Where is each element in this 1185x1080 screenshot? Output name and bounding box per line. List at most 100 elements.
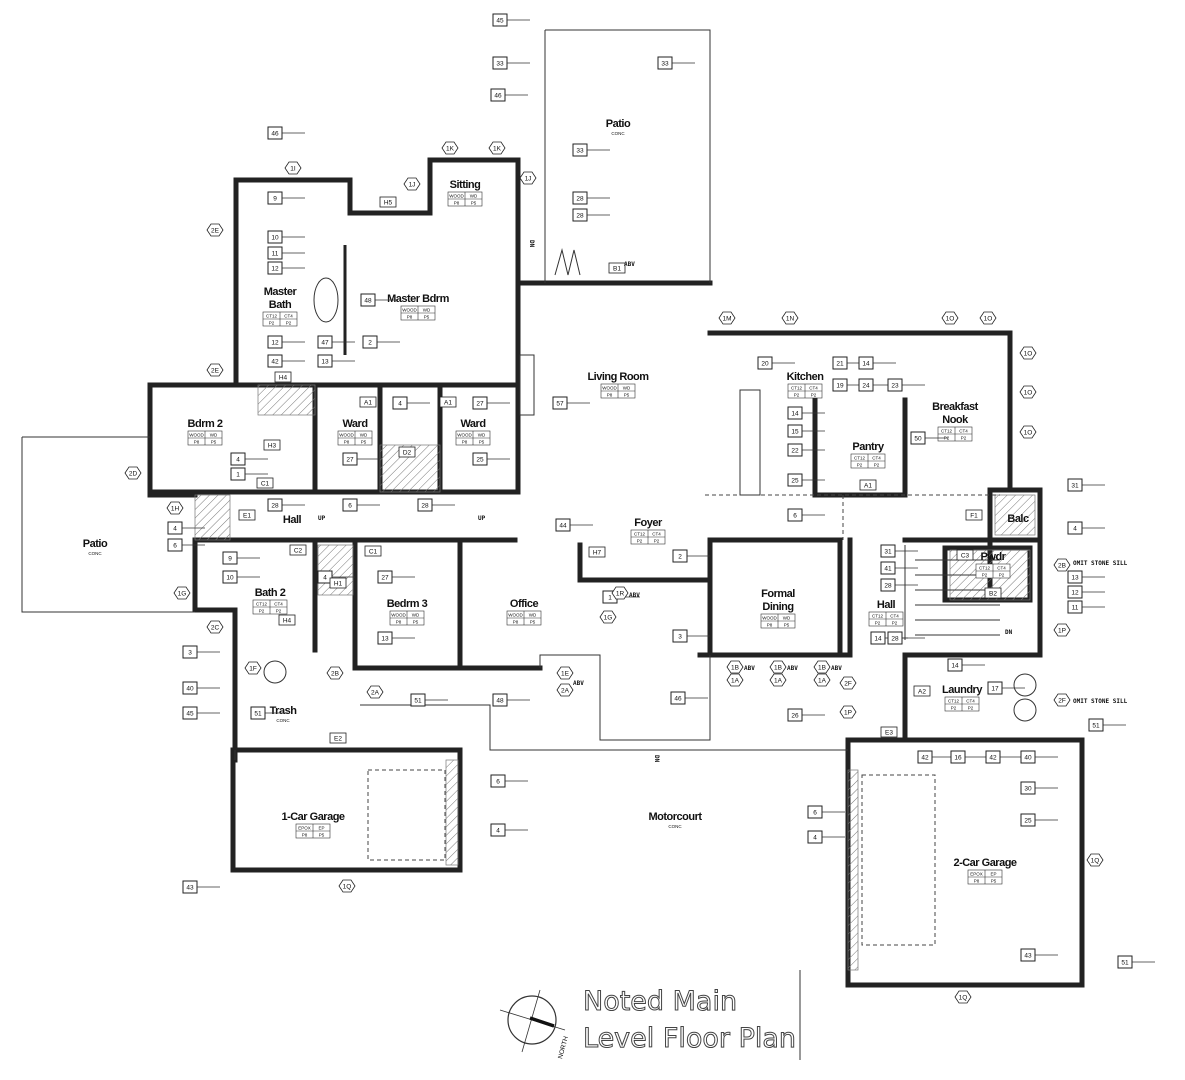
finish-code: P5 <box>479 439 485 444</box>
keynote-number: 41 <box>884 566 892 573</box>
keynote-tag: 2 <box>362 335 400 349</box>
keynote-tag: 9 <box>222 551 260 565</box>
keynote-number: 12 <box>271 266 279 273</box>
window-hex-tag: 1Q <box>338 879 356 893</box>
keynote-tag: 33 <box>572 143 610 157</box>
keynote-tag: 6 <box>807 805 845 819</box>
keynote-tag: 6 <box>342 498 380 512</box>
window-hex-tag: 2F <box>1053 693 1071 707</box>
keynote-tag: 57 <box>552 396 590 410</box>
keynote-number: 22 <box>791 448 799 455</box>
hex-tag-label: 2A <box>371 689 380 696</box>
finish-code: CT12 <box>256 601 268 606</box>
keynote-tag: 41 <box>880 561 918 575</box>
keynote-tag: 10 <box>267 230 305 244</box>
door-tag: E1 <box>238 509 256 521</box>
finish-code: CT4 <box>652 531 661 536</box>
keynote-tag: 4 <box>230 452 268 466</box>
finish-code: WOOD <box>391 612 406 617</box>
above-note: ABV <box>629 592 640 599</box>
keynote-number: 19 <box>836 383 844 390</box>
hex-tag-label: 2B <box>1058 562 1066 569</box>
keynote-number: 10 <box>226 575 234 582</box>
room-name: Bedrm 3 <box>387 598 428 610</box>
keynote-tag: 15 <box>787 424 825 438</box>
finish-code: P2 <box>794 392 800 397</box>
keynote-number: 10 <box>271 235 279 242</box>
hex-tag-label: 1N <box>786 315 795 322</box>
keynote-number: 1 <box>236 472 240 479</box>
room-surface: CONC <box>611 131 625 136</box>
door-tag: F1 <box>965 509 983 521</box>
finish-code: CT4 <box>997 565 1006 570</box>
door-tag: H4 <box>274 371 292 383</box>
keynote-tag: 33 <box>492 56 530 70</box>
finish-code: WOOD <box>402 307 417 312</box>
door-tag-label: B2 <box>989 590 997 597</box>
window-hex-tag: 2F <box>839 676 857 690</box>
keynote-number: 2 <box>368 340 372 347</box>
door-tag: H3 <box>263 439 281 451</box>
keynote-tag: 4 <box>807 830 845 844</box>
keynote-number: 50 <box>914 436 922 443</box>
keynote-number: 51 <box>414 698 422 705</box>
room-name: Trash <box>270 705 298 717</box>
keynote-number: 4 <box>1073 526 1077 533</box>
hex-tag-label: 1O <box>1024 429 1033 436</box>
keynote-tag: 33 <box>657 56 695 70</box>
keynote-number: 12 <box>1071 590 1079 597</box>
window-hex-tag: 2E <box>206 363 224 377</box>
door-tag-label: H4 <box>279 374 288 381</box>
room-name: Bdrm 2 <box>188 418 223 430</box>
door-tag: E2 <box>329 732 347 744</box>
omit-stone-sill-note: OMIT STONE SILL <box>1073 560 1128 567</box>
door-tag: A1 <box>359 396 377 408</box>
finish-code: WOOD <box>449 193 464 198</box>
finish-code: WOOD <box>508 612 523 617</box>
keynote-tag: 30 <box>1020 781 1058 795</box>
finish-code: P8 <box>454 200 460 205</box>
finish-code: CT12 <box>791 385 803 390</box>
keynote-tag: 31 <box>880 544 918 558</box>
finish-code: P8 <box>407 314 413 319</box>
hex-tag-label: 1P <box>1058 627 1066 634</box>
keynote-number: 28 <box>891 636 899 643</box>
hex-tag-label: 1A <box>774 677 783 684</box>
hex-tag-label: 1A <box>818 677 827 684</box>
keynote-number: 33 <box>576 148 584 155</box>
room-surface: CONC <box>276 718 290 723</box>
room-name: Hall <box>877 599 896 611</box>
hex-tag-label: 1O <box>946 315 955 322</box>
door-tag-label: C3 <box>961 552 970 559</box>
finish-code: CT12 <box>948 698 960 703</box>
hex-tag-label: 1K <box>493 145 502 152</box>
keynote-number: 14 <box>874 636 882 643</box>
finish-code: EP <box>318 825 324 830</box>
finish-code: P8 <box>462 439 468 444</box>
room-name: Patio <box>83 538 108 550</box>
finish-code: P8 <box>396 619 402 624</box>
finish-code: P2 <box>951 705 957 710</box>
finish-code: P8 <box>344 439 350 444</box>
window-hex-tag: 1N <box>781 311 799 325</box>
keynote-number: 14 <box>951 663 959 670</box>
window-hex-tag: 1O <box>1019 385 1037 399</box>
finish-code: WOOD <box>602 385 617 390</box>
keynote-tag: 25 <box>1020 813 1058 827</box>
window-hex-tag: 2E <box>206 223 224 237</box>
keynote-tag: 4 <box>167 521 205 535</box>
keynote-number: 46 <box>674 696 682 703</box>
keynote-tag: 4 <box>392 396 430 410</box>
keynote-tag: 46 <box>267 126 305 140</box>
above-note: ABV <box>573 680 584 687</box>
